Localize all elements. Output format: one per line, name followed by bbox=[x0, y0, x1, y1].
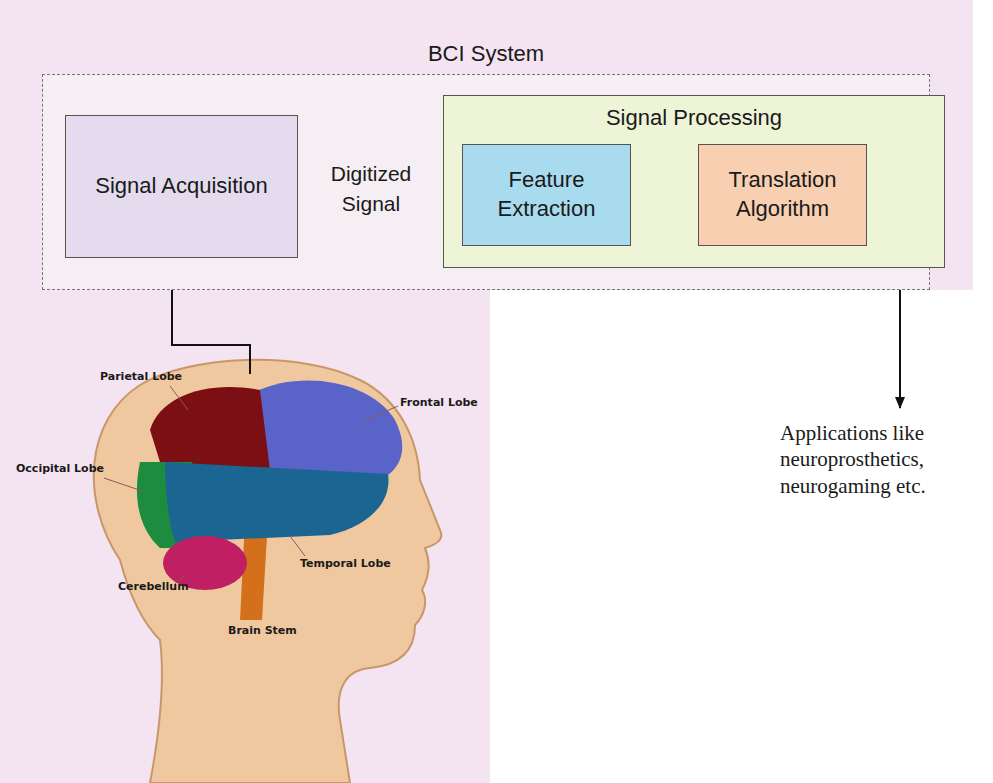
parietal-lobe bbox=[150, 387, 270, 470]
box-text: Feature Extraction bbox=[471, 166, 622, 223]
box-text: Signal Acquisition bbox=[95, 172, 267, 201]
part-label: Cerebellum bbox=[118, 580, 189, 594]
system-band: BCI SystemSignal AcquisitionSignal Proce… bbox=[42, 36, 930, 290]
leader-lines bbox=[104, 386, 398, 584]
part-label: Temporal Lobe bbox=[300, 557, 391, 571]
box-text: Translation Algorithm bbox=[707, 166, 858, 223]
output-note: Applications like neuroprosthetics, neur… bbox=[780, 420, 985, 499]
frontal-lobe bbox=[255, 381, 402, 480]
process-box: Signal Acquisition bbox=[65, 115, 298, 258]
part-label: Brain Stem bbox=[228, 624, 297, 638]
temporal-lobe bbox=[165, 462, 389, 542]
process-box: Feature Extraction bbox=[462, 144, 631, 246]
part-label: Parietal Lobe bbox=[100, 370, 182, 384]
group-heading: Signal Processing bbox=[444, 104, 944, 133]
part-label: Frontal Lobe bbox=[400, 396, 478, 410]
process-box: Translation Algorithm bbox=[698, 144, 867, 246]
part-label: Occipital Lobe bbox=[16, 462, 104, 476]
group-heading: BCI System bbox=[42, 40, 930, 69]
edge-label: Digitized Signal bbox=[316, 159, 426, 220]
head bbox=[94, 360, 442, 783]
group-box: Signal ProcessingFeature Extraction Trans… bbox=[443, 95, 945, 268]
